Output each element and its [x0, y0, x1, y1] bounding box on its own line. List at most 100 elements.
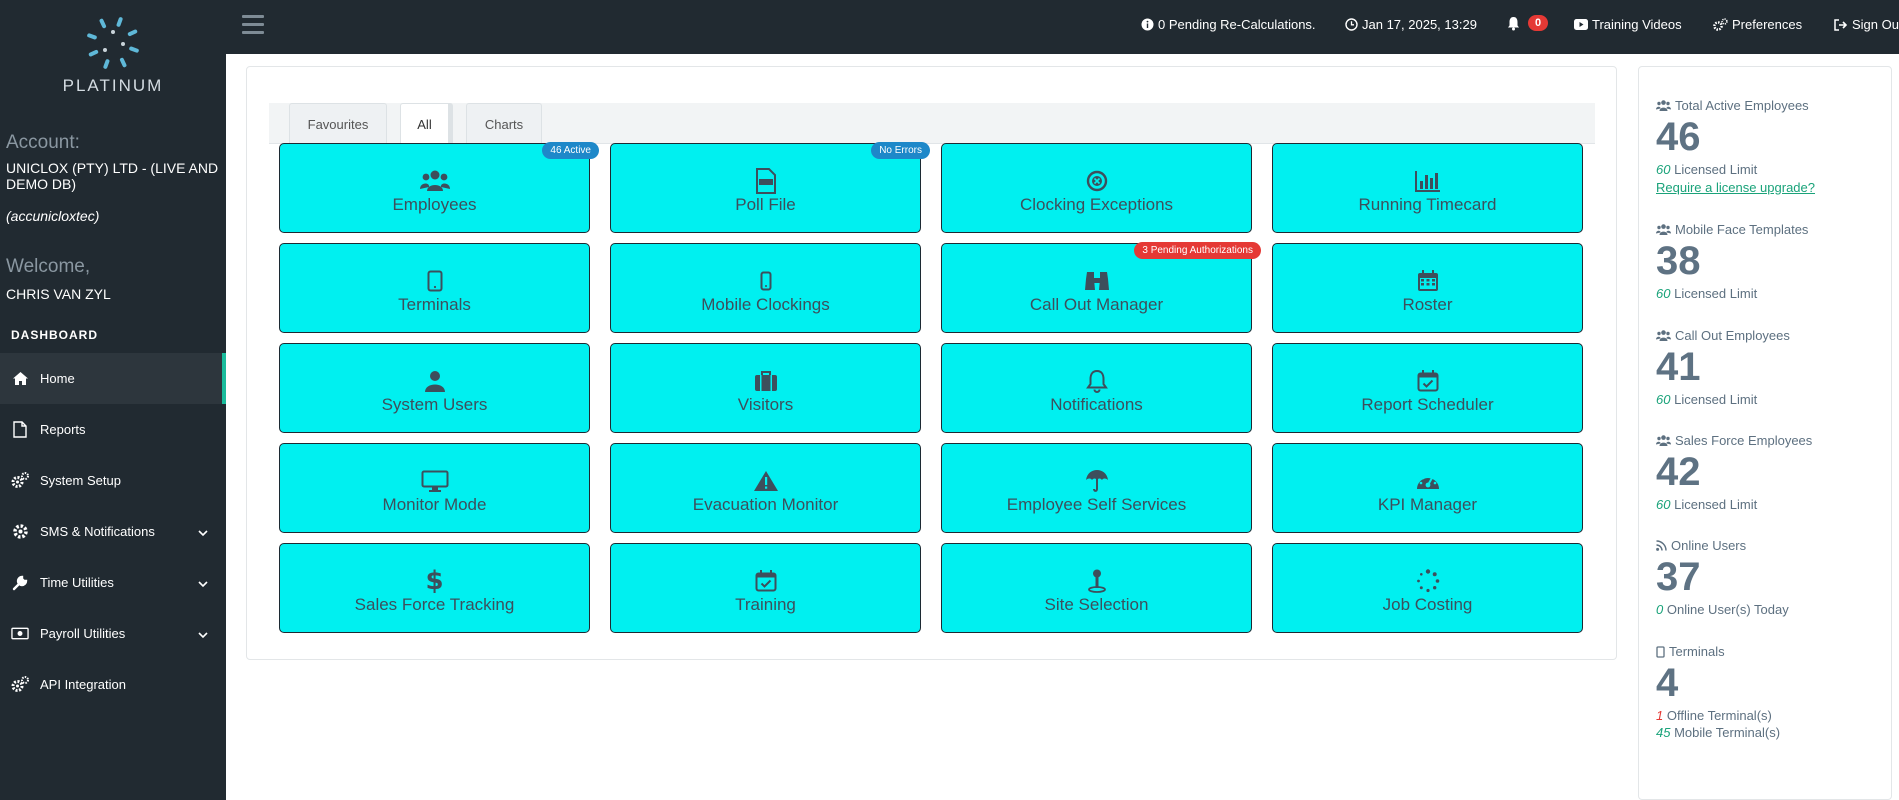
tile-label: Mobile Clockings	[701, 295, 830, 314]
tile-label: Roster	[1402, 295, 1453, 314]
notifications-button[interactable]: 0	[1507, 15, 1549, 31]
licensed-limit-value: 60	[1656, 286, 1671, 301]
sidebar-item-label: Home	[40, 371, 75, 386]
tile-employee-self-services[interactable]: Employee Self Services	[941, 443, 1252, 533]
platinum-logo-icon	[87, 17, 139, 69]
times-circle-icon	[942, 169, 1251, 193]
info-icon	[1141, 18, 1154, 31]
dollar-icon: $	[425, 566, 444, 596]
preferences-link[interactable]: Preferences	[1713, 17, 1802, 32]
tile-label: Sales Force Tracking	[354, 595, 515, 614]
tile-label: Visitors	[737, 395, 794, 414]
tile-call-out-manager[interactable]: 3 Pending Authorizations Call Out Manage…	[941, 242, 1261, 333]
tile-kpi-manager[interactable]: KPI Manager	[1272, 443, 1583, 533]
tile-label: Site Selection	[1044, 595, 1149, 614]
tile-system-users[interactable]: System Users	[279, 343, 590, 433]
sidebar-item-sms-notifications[interactable]: SMS & Notifications	[0, 506, 226, 557]
tile-label: Report Scheduler	[1361, 395, 1494, 414]
calendar-check-icon	[1273, 369, 1582, 393]
tile-label: Call Out Manager	[1029, 295, 1164, 314]
tab-favourites[interactable]: Favourites	[289, 103, 387, 144]
stat-title: Sales Force Employees	[1675, 433, 1813, 448]
licensed-limit-value: 60	[1656, 497, 1671, 512]
tile-monitor-mode[interactable]: Monitor Mode	[279, 443, 590, 533]
training-videos-link[interactable]: Training Videos	[1574, 17, 1682, 32]
licensed-limit-label: Licensed Limit	[1674, 497, 1758, 512]
tile-label: KPI Manager	[1377, 495, 1478, 514]
tab-all[interactable]: All	[400, 103, 453, 145]
stat-terminals: Terminals 4 1 Offline Terminal(s) 45 Mob…	[1656, 644, 1780, 740]
map-marker-icon	[942, 569, 1251, 593]
briefcase-icon	[611, 369, 920, 393]
tile-label: Clocking Exceptions	[1019, 195, 1174, 214]
license-upgrade-link[interactable]: Require a license upgrade?	[1656, 180, 1815, 195]
online-today-label: Online User(s) Today	[1666, 602, 1789, 617]
tile-mobile-clockings[interactable]: Mobile Clockings	[610, 243, 921, 333]
tile-evacuation-monitor[interactable]: Evacuation Monitor	[610, 443, 921, 533]
sidebar-item-reports[interactable]: Reports	[0, 404, 226, 455]
tab-strip: Favourites All Charts	[269, 103, 1595, 145]
tile-poll-file[interactable]: No Errors Poll File	[610, 142, 930, 233]
sign-out-link[interactable]: Sign Out	[1834, 17, 1899, 32]
user-name: CHRIS VAN ZYL	[6, 286, 111, 302]
tile-clocking-exceptions[interactable]: Clocking Exceptions	[941, 143, 1252, 233]
licensed-limit-label: Licensed Limit	[1674, 162, 1758, 177]
tile-visitors[interactable]: Visitors	[610, 343, 921, 433]
stat-value: 38	[1656, 239, 1701, 283]
tile-sales-force-tracking[interactable]: $ Sales Force Tracking	[279, 543, 590, 633]
stat-value: 46	[1656, 115, 1701, 159]
calendar-icon	[1273, 269, 1582, 293]
account-username: (accunicloxtec)	[6, 208, 100, 224]
tile-label: Training	[735, 595, 796, 614]
stat-sales-force-employees: Sales Force Employees 42 60 Licensed Lim…	[1656, 433, 1812, 512]
cogs-icon	[11, 472, 29, 490]
brand-name: PLATINUM	[62, 76, 164, 95]
sidebar-item-label: Time Utilities	[40, 575, 114, 590]
chevron-down-icon	[198, 627, 208, 642]
tile-site-selection[interactable]: Site Selection	[941, 543, 1252, 633]
tablet-icon	[280, 269, 589, 293]
calendar-check-icon	[611, 569, 920, 593]
tab-charts[interactable]: Charts	[466, 103, 542, 144]
tablet-icon	[1656, 645, 1665, 658]
tile-label: Job Costing	[1382, 595, 1473, 614]
pending-recalculations[interactable]: 0 Pending Re-Calculations.	[1141, 17, 1316, 32]
chevron-down-icon	[198, 525, 208, 540]
tile-roster[interactable]: Roster	[1272, 243, 1583, 333]
licensed-limit-label: Licensed Limit	[1674, 286, 1758, 301]
sidebar-item-api-integration[interactable]: API Integration	[0, 659, 226, 710]
sidebar-item-time-utilities[interactable]: Time Utilities	[0, 557, 226, 608]
tile-notifications[interactable]: Notifications	[941, 343, 1252, 433]
offline-terminals-value: 1	[1656, 708, 1664, 723]
chevron-down-icon	[198, 576, 208, 591]
brand-logo[interactable]: PLATINUM	[0, 14, 226, 96]
tile-label: Employee Self Services	[1006, 495, 1187, 514]
users-icon	[1656, 224, 1671, 235]
tile-terminals[interactable]: Terminals	[279, 243, 590, 333]
tile-employees[interactable]: 46 Active Employees	[279, 142, 599, 233]
money-icon	[11, 625, 29, 643]
tile-job-costing[interactable]: Job Costing	[1272, 543, 1583, 633]
welcome-label: Welcome,	[6, 256, 91, 277]
sidebar-item-home[interactable]: Home	[0, 353, 226, 404]
current-datetime: Jan 17, 2025, 13:29	[1345, 17, 1477, 32]
tile-label: Employees	[392, 195, 477, 214]
tile-training[interactable]: Training	[610, 543, 921, 633]
bell-icon	[942, 369, 1251, 393]
sidebar-item-label: SMS & Notifications	[40, 524, 155, 539]
tile-running-timecard[interactable]: Running Timecard	[1272, 143, 1583, 233]
cogs-icon	[11, 676, 29, 694]
tile-label: Evacuation Monitor	[692, 495, 839, 514]
sidebar-section-header: DASHBOARD	[11, 328, 98, 342]
dashboard-icon	[1273, 469, 1582, 493]
account-info: Account: UNICLOX (PTY) LTD - (LIVE AND D…	[6, 132, 222, 224]
tile-label: Notifications	[1050, 395, 1143, 414]
online-today-value: 0	[1656, 602, 1664, 617]
sidebar-item-payroll-utilities[interactable]: Payroll Utilities	[0, 608, 226, 659]
tile-report-scheduler[interactable]: Report Scheduler	[1272, 343, 1583, 433]
mobile-terminals-label: Mobile Terminal(s)	[1674, 725, 1781, 740]
tile-label: Running Timecard	[1358, 195, 1497, 214]
sidebar-item-system-setup[interactable]: System Setup	[0, 455, 226, 506]
users-icon	[1656, 100, 1671, 111]
menu-toggle-icon[interactable]	[242, 15, 264, 39]
